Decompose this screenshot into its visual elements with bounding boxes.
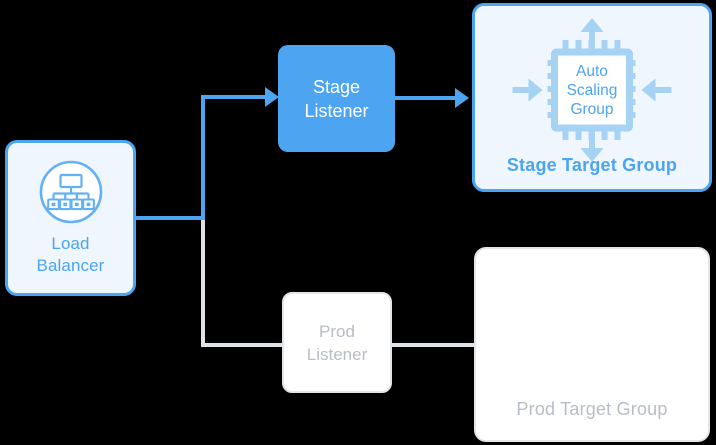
asg-arrow-left-inward-icon [512, 78, 543, 102]
connector-stage-listener-to-stage-target-group [393, 96, 457, 100]
node-prod-listener[interactable]: Prod Listener [282, 292, 392, 393]
stage-listener-label-line1: Stage [312, 76, 361, 97]
load-balancer-label-line2: Balancer [36, 256, 105, 275]
load-balancer-label-line1: Load [51, 234, 90, 253]
asg-label-line3: Group [570, 101, 613, 118]
prod-listener-label-line1: Prod [319, 321, 355, 341]
node-stage-target-group[interactable]: Auto Scaling Group Stage Target Group [472, 3, 712, 192]
connector-prod-listener-to-prod-target-group [388, 343, 480, 347]
node-stage-listener[interactable]: Stage Listener [278, 45, 395, 152]
arrowhead-into-stage-listener [265, 87, 279, 107]
arrowhead-into-stage-target-group [455, 88, 469, 108]
auto-scaling-chip-icon: Auto Scaling Group [512, 18, 672, 162]
asg-label-line2: Scaling [567, 82, 618, 99]
node-stage-listener-label: Stage Listener [304, 75, 368, 123]
prod-listener-label-line2: Listener [306, 344, 368, 364]
node-load-balancer-label: Load Balancer [37, 233, 105, 277]
node-prod-target-group[interactable]: Prod Target Group [474, 247, 710, 442]
stage-listener-label-line2: Listener [304, 100, 369, 121]
asg-label-line1: Auto [576, 63, 608, 80]
auto-scaling-group-icon-wrap: Auto Scaling Group [505, 14, 680, 166]
asg-arrow-down-icon [580, 132, 604, 162]
connector-lb-horizontal-stub [132, 216, 205, 220]
connector-lb-to-stage-horizontal [201, 95, 267, 99]
node-prod-listener-label: Prod Listener [307, 320, 367, 366]
connector-lb-to-prod-horizontal [201, 343, 289, 347]
node-load-balancer[interactable]: Load Balancer [5, 140, 136, 296]
node-stage-target-group-label: Stage Target Group [506, 155, 678, 175]
connector-lb-to-prod-vertical [201, 218, 205, 347]
asg-chip-body [551, 48, 633, 132]
load-balancer-hierarchy-icon [38, 159, 104, 225]
asg-arrow-right-inward-icon [641, 78, 672, 102]
connector-lb-to-stage-vertical [201, 95, 205, 220]
asg-arrow-up-icon [580, 18, 604, 48]
node-prod-target-group-label: Prod Target Group [516, 399, 668, 419]
